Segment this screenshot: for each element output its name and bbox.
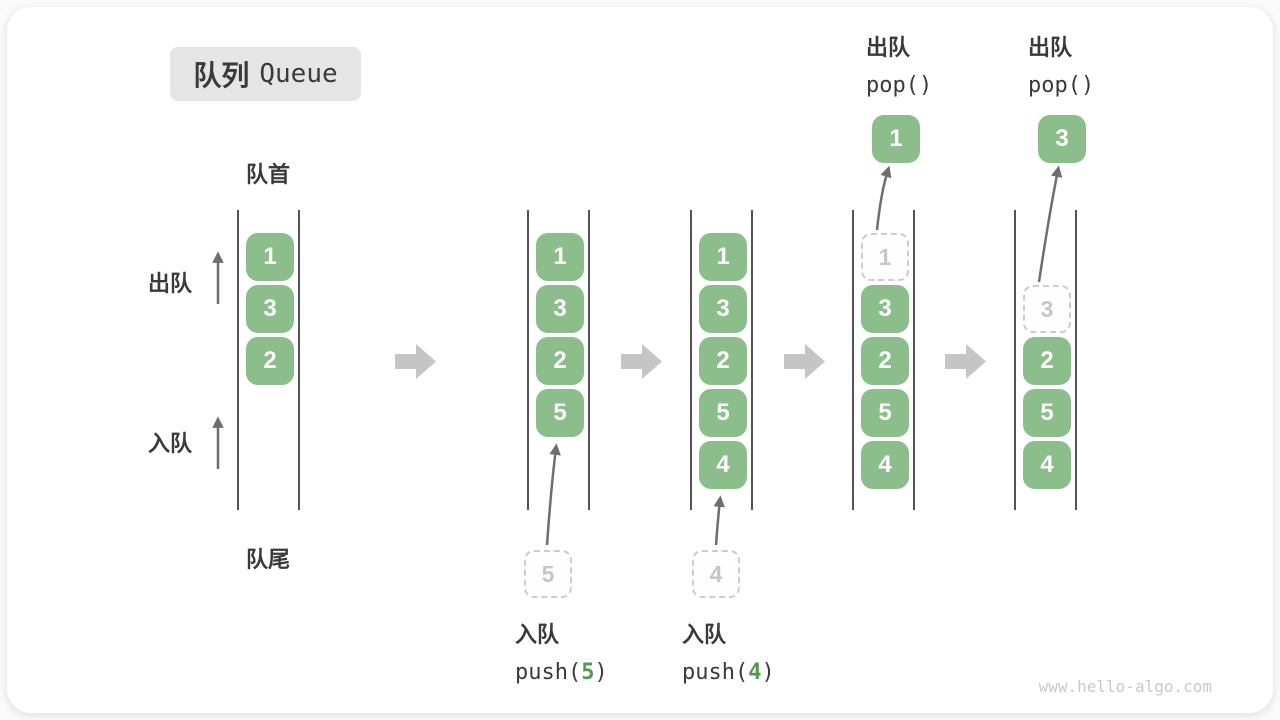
incoming-ghost-box: 5 [524,550,572,598]
queue-item: 4 [699,441,747,489]
op-label-zh: 出队 [1028,35,1073,60]
queue-item: 1 [699,233,747,281]
popped-item: 3 [1038,115,1086,163]
op-label-zh: 出队 [866,35,911,60]
step-arrow-icon [395,344,436,379]
step-arrow-icon [784,344,825,379]
queue-item: 5 [1023,389,1071,437]
enqueue-op-label: 入队 push(5) [515,617,608,685]
queue-state-1: 1 3 2 [237,210,300,510]
queue-item: 5 [861,389,909,437]
enqueue-op-label: 入队 push(4) [682,617,775,685]
popped-ghost-box: 3 [1023,285,1071,333]
queue-item: 1 [246,233,294,281]
queue-item: 3 [699,285,747,333]
queue-item: 2 [1023,337,1071,385]
op-label-zh: 入队 [682,622,727,647]
incoming-ghost-box: 4 [692,550,740,598]
title-zh: 队列 [193,60,250,91]
dequeue-op-label: 出队 pop() [866,30,932,98]
op-label-zh: 入队 [515,622,560,647]
popped-item: 1 [872,115,920,163]
op-close: ) [594,660,608,685]
queue-item: 3 [536,285,584,333]
queue-state-5: 3 2 5 4 3 出队 pop() [1014,35,1094,510]
step-arrow-icon [621,344,662,379]
label-queue-front: 队首 [245,162,291,187]
popped-ghost-box: 1 [861,233,909,281]
label-queue-rear: 队尾 [245,547,291,572]
op-label-code: pop() [866,73,933,98]
op-label-code: pop() [1028,73,1095,98]
queue-item: 5 [699,389,747,437]
queue-item: 2 [699,337,747,385]
title-badge: 队列 Queue [170,47,361,101]
op-fn: push( [682,660,749,685]
queue-item: 4 [1023,441,1071,489]
queue-item: 4 [861,441,909,489]
op-label-code: push(4) [682,660,775,685]
queue-item: 2 [536,337,584,385]
op-arg: 4 [748,660,762,685]
dequeue-op-label: 出队 pop() [1028,30,1094,98]
label-dequeue: 出队 [148,271,193,296]
queue-state-4: 1 3 2 5 4 1 出队 pop() [852,35,932,510]
queue-item: 2 [246,337,294,385]
queue-item: 2 [861,337,909,385]
label-enqueue: 入队 [148,431,193,456]
op-close: ) [761,660,775,685]
title-en: Queue [259,59,338,89]
queue-item: 1 [536,233,584,281]
op-fn: push( [515,660,582,685]
step-arrow-icon [945,344,986,379]
queue-state-3: 1 3 2 5 4 4 入队 push(4) [682,210,775,685]
queue-item: 5 [536,389,584,437]
watermark: www.hello-algo.com [1038,677,1212,696]
op-label-code: push(5) [515,660,608,685]
queue-state-2: 1 3 2 5 5 入队 push(5) [515,210,608,685]
queue-item: 3 [246,285,294,333]
queue-item: 3 [861,285,909,333]
op-arg: 5 [581,660,595,685]
